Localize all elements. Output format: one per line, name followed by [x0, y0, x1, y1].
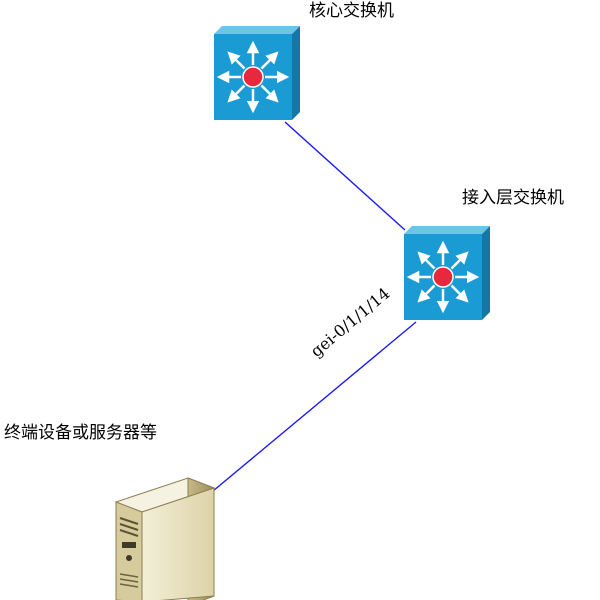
switch-arrow — [227, 51, 246, 70]
server-tower-icon[interactable] — [114, 477, 216, 600]
switch-arrow — [260, 51, 279, 70]
switch-arrow — [417, 251, 436, 270]
switch-arrow — [450, 284, 469, 303]
layer3-switch-icon[interactable] — [214, 26, 300, 120]
access-switch-label: 接入层交换机 — [462, 188, 564, 208]
layer3-switch-icon[interactable] — [404, 226, 490, 320]
switch-arrow — [450, 251, 469, 270]
endpoint-label: 终端设备或服务器等 — [4, 423, 157, 443]
switch-arrow — [260, 84, 279, 103]
link-access-to-endpoint — [212, 321, 417, 492]
switch-arrow — [417, 284, 436, 303]
switch-arrow — [227, 84, 246, 103]
link-core-to-access — [284, 121, 406, 231]
core-switch-label: 核心交换机 — [309, 1, 394, 21]
